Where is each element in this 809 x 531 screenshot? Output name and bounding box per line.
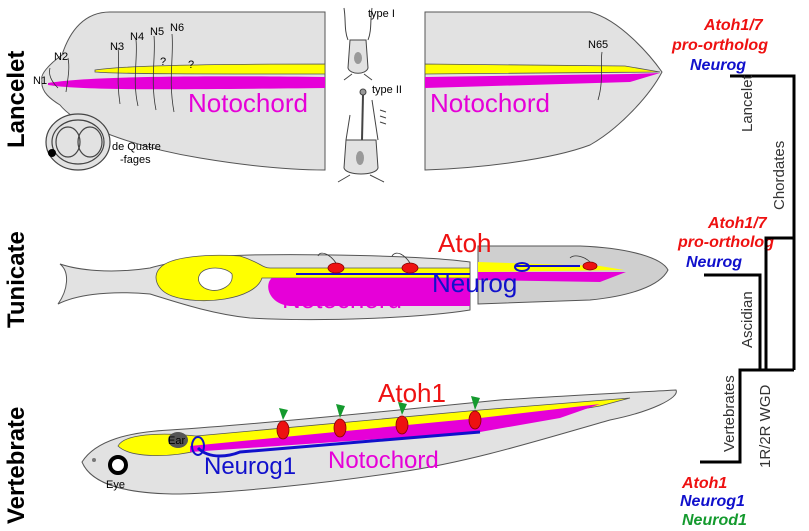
tunicate-tail bbox=[477, 245, 669, 305]
tunicate-atoh-gene-line2: pro-ortholog bbox=[677, 234, 774, 251]
tree-label-vertebrates: Vertebrates bbox=[721, 375, 738, 452]
lancelet-atoh-gene-line1: Atoh1/7 bbox=[703, 17, 764, 34]
vertebrate-neurog1-label: Neurog1 bbox=[204, 453, 296, 480]
nerve-label-n5: N5 bbox=[150, 26, 164, 38]
tunicate-neurog-gene: Neurog bbox=[686, 254, 742, 271]
row-label-tunicate: Tunicate bbox=[3, 231, 30, 328]
cell-type-1-label: type I bbox=[368, 8, 395, 20]
lancelet-atoh-gene-line2: pro-ortholog bbox=[671, 37, 768, 54]
tunicate-atoh-gene-line1: Atoh1/7 bbox=[707, 215, 768, 232]
question-mark-2: ? bbox=[188, 59, 194, 71]
nerve-label-n65: N65 bbox=[588, 39, 608, 51]
quatrefages-label-line2: -fages bbox=[120, 154, 151, 166]
tree-label-ascidian: Ascidian bbox=[739, 291, 756, 348]
tunicate-body bbox=[57, 252, 471, 321]
nerve-label-n2: N2 bbox=[54, 51, 68, 63]
notochord-label-vertebrate: Notochord bbox=[328, 447, 439, 474]
lancelet-neurog-gene: Neurog bbox=[690, 57, 746, 74]
vertebrate-body bbox=[81, 389, 677, 495]
notochord-label-tunicate: Notochord bbox=[282, 284, 402, 314]
vertebrate-neurod1-gene: Neurod1 bbox=[682, 512, 747, 529]
sensory-cell-type-2 bbox=[337, 88, 387, 183]
sensory-cell-type-1 bbox=[343, 7, 373, 81]
vertebrate-atoh1-label: Atoh1 bbox=[378, 378, 446, 408]
ear-label: Ear bbox=[168, 435, 185, 447]
vertebrate-atoh1-gene: Atoh1 bbox=[681, 475, 727, 492]
notochord-label-lancelet-left: Notochord bbox=[188, 88, 308, 118]
tree-label-wgd: 1R/2R WGD bbox=[757, 384, 774, 468]
lancelet-left-body bbox=[41, 11, 326, 171]
nerve-label-n1: N1 bbox=[33, 75, 47, 87]
tunicate-neurog-label: Neurog bbox=[432, 268, 517, 298]
vertebrate-neurog1-gene: Neurog1 bbox=[680, 493, 745, 510]
row-label-lancelet: Lancelet bbox=[3, 51, 30, 148]
notochord-label-lancelet-right: Notochord bbox=[430, 88, 550, 118]
nerve-label-n4: N4 bbox=[130, 31, 144, 43]
cell-type-2-label: type II bbox=[372, 84, 402, 96]
tree-label-lancelet: Lancelet bbox=[739, 74, 756, 132]
quatrefages-label-line1: de Quatre bbox=[112, 141, 161, 153]
phylogeny-tree bbox=[700, 74, 796, 464]
quatrefages-cross-section bbox=[45, 113, 111, 171]
eye-label: Eye bbox=[106, 479, 125, 491]
row-label-vertebrate: Vertebrate bbox=[3, 407, 30, 524]
question-mark-1: ? bbox=[160, 56, 166, 68]
tunicate-atoh-label: Atoh bbox=[438, 228, 492, 258]
tree-label-chordates: Chordates bbox=[771, 141, 788, 210]
nerve-label-n6: N6 bbox=[170, 22, 184, 34]
lancelet-right-body bbox=[424, 11, 663, 171]
nerve-label-n3: N3 bbox=[110, 41, 124, 53]
